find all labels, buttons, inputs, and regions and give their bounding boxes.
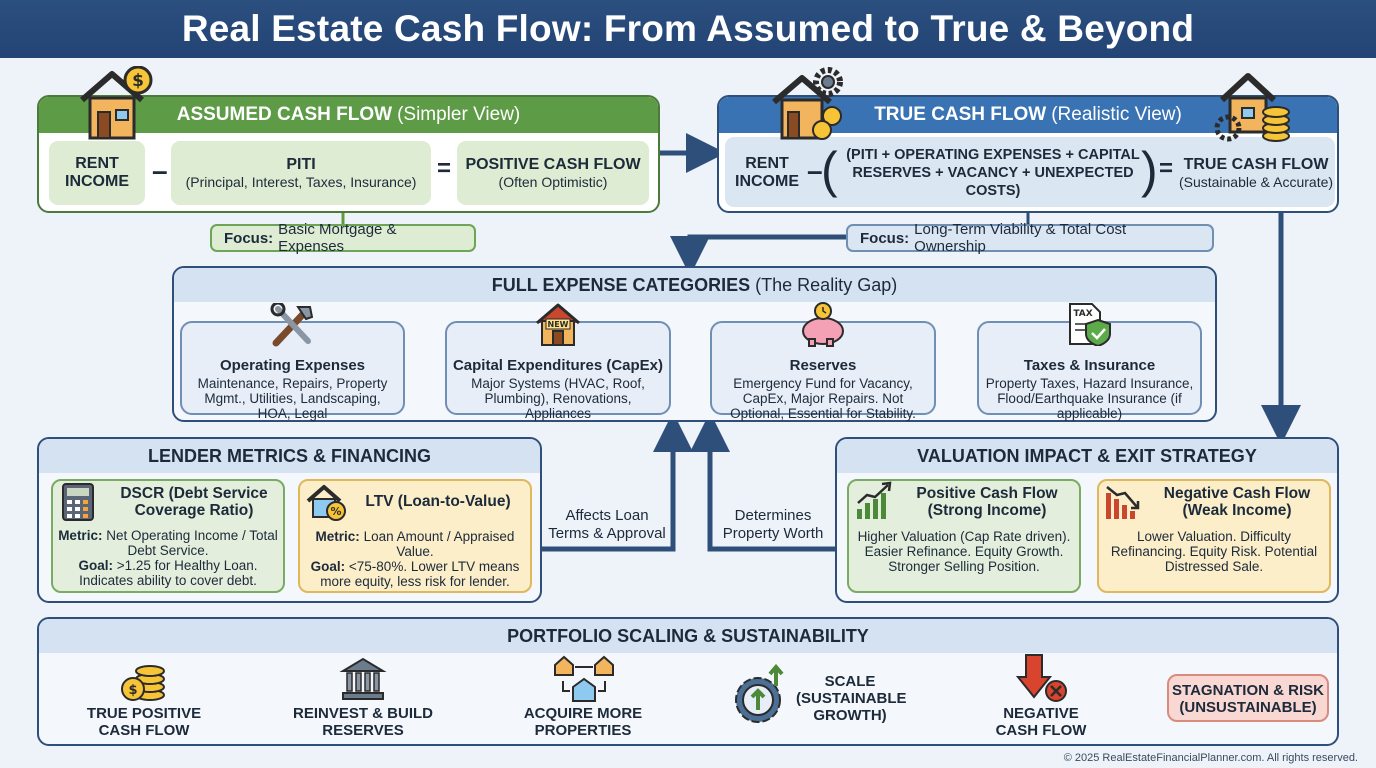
step-scale: SCALE (SUSTAINABLE GROWTH): [796, 673, 907, 724]
tax-shield-icon: TAX: [1069, 303, 1111, 346]
true-rent-income: RENT INCOME: [735, 155, 799, 190]
true-focus-note: Focus: Long-Term Viability & Total Cost …: [846, 221, 1214, 255]
true-minus-operator: –: [807, 155, 823, 186]
svg-text:$: $: [128, 683, 137, 698]
determines-worth-label: Determines Property Worth: [722, 507, 824, 542]
assumed-panel-heading: ASSUMED CASH FLOW (Simpler View): [39, 97, 658, 133]
step-reinvest: REINVEST & BUILD RESERVES: [292, 705, 433, 739]
assumed-rent-income: RENT INCOME: [49, 141, 145, 205]
calculator-icon: [62, 483, 94, 521]
piggy-bank-icon: [802, 302, 844, 347]
gear-growth-icon: [735, 664, 784, 723]
expense-categories-heading: FULL EXPENSE CATEGORIES (The Reality Gap…: [174, 268, 1215, 302]
ltv-card: LTV (Loan-to-Value) Metric: Loan Amount …: [298, 479, 532, 593]
open-paren: (: [821, 142, 838, 198]
affects-loan-label: Affects Loan Terms & Approval: [548, 507, 666, 542]
page-title: Real Estate Cash Flow: From Assumed to T…: [0, 0, 1376, 58]
svg-text:NEW: NEW: [548, 320, 569, 329]
svg-text:%: %: [330, 505, 341, 518]
assumed-positive-cash-flow: POSITIVE CASH FLOW (Often Optimistic): [457, 141, 649, 205]
negative-cash-flow-card: Negative Cash Flow (Weak Income) Lower V…: [1097, 479, 1331, 593]
bank-icon: [339, 657, 387, 700]
svg-text:TAX: TAX: [1073, 309, 1092, 319]
true-total-costs: (PITI + OPERATING EXPENSES + CAPITAL RES…: [846, 147, 1140, 199]
close-paren: ): [1141, 142, 1158, 198]
step-true-positive: TRUE POSITIVE CASH FLOW: [86, 705, 202, 739]
growth-chart-icon: [857, 481, 892, 519]
house-coins-icon: [1214, 73, 1290, 142]
svg-text:$: $: [132, 71, 144, 91]
true-result: TRUE CASH FLOW (Sustainable & Accurate): [1178, 155, 1334, 190]
lender-metrics-heading: LENDER METRICS & FINANCING: [39, 439, 540, 473]
step-negative: NEGATIVE CASH FLOW: [995, 705, 1087, 739]
house-percent-icon: %: [306, 485, 346, 521]
down-arrow-icon: [1016, 654, 1067, 702]
capex-card: Capital Expenditures (CapEx) Major Syste…: [445, 321, 671, 421]
new-house-icon: NEW: [536, 303, 580, 346]
true-equals-operator: =: [1159, 155, 1174, 182]
equals-operator: =: [437, 155, 452, 182]
houses-icon: [554, 655, 614, 702]
valuation-heading: VALUATION IMPACT & EXIT STRATEGY: [837, 439, 1337, 473]
step-stagnation: STAGNATION & RISK (UNSUSTAINABLE): [1167, 674, 1329, 722]
copyright-footer: © 2025 RealEstateFinancialPlanner.com. A…: [1063, 752, 1358, 764]
coins-icon: $: [121, 665, 165, 701]
assumed-focus-note: Focus: Basic Mortgage & Expenses: [210, 221, 476, 255]
assumed-cash-flow-panel: ASSUMED CASH FLOW (Simpler View) RENT IN…: [37, 95, 660, 213]
portfolio-panel: PORTFOLIO SCALING & SUSTAINABILITY: [37, 617, 1339, 746]
tools-icon: [270, 303, 314, 347]
portfolio-heading: PORTFOLIO SCALING & SUSTAINABILITY: [39, 619, 1337, 653]
true-formula-row: [725, 137, 1335, 207]
assumed-piti: PITI (Principal, Interest, Taxes, Insura…: [171, 141, 431, 205]
decline-chart-icon: [1106, 486, 1140, 519]
step-acquire: ACQUIRE MORE PROPERTIES: [523, 705, 643, 739]
house-gear-icon: [772, 67, 843, 140]
house-dollar-icon: $: [80, 66, 153, 140]
minus-operator: –: [152, 155, 168, 186]
